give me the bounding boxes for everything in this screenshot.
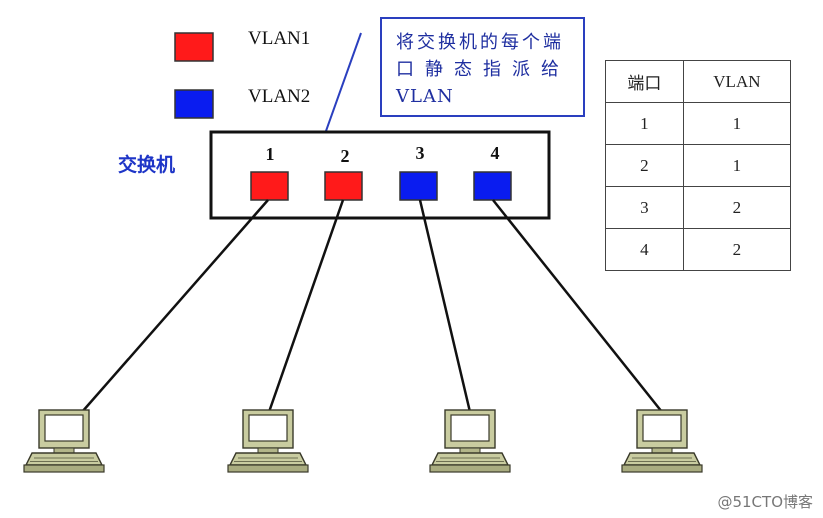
port-1 [250,171,289,201]
port-vlan-table: 端口 VLAN 1 1 2 1 3 2 4 2 [605,60,792,271]
table-row: 1 1 [605,102,792,145]
port-number-1: 1 [265,144,275,164]
table-header-row: 端口 VLAN [605,60,792,103]
callout-pointer [325,32,362,132]
table-cell-vlan: 2 [682,228,792,271]
computer-icon [621,409,703,473]
table-row: 2 1 [605,144,792,187]
cable-port-1 [81,199,269,413]
port-number-4: 4 [490,143,500,163]
callout-line-1: 将交换机的每个端 [396,32,564,53]
cable-port-4 [492,199,663,413]
computer-icon [429,409,511,473]
computer-icon [227,409,309,473]
legend-label-vlan2: VLAN2 [248,86,311,107]
port-number-2: 2 [340,146,350,166]
legend-swatch-vlan2 [174,89,214,119]
table-cell-vlan: 2 [682,186,792,229]
cable-port-2 [267,199,345,413]
table-cell-vlan: 1 [682,102,792,145]
table-cell-port: 1 [605,102,684,145]
callout-line-3: VLAN [396,86,454,107]
watermark: @51CTO博客 [717,493,813,511]
callout-box: 将交换机的每个端 口静态指派给 VLAN [380,17,585,117]
port-number-3: 3 [415,143,425,163]
table-cell-vlan: 1 [682,144,792,187]
cable-port-3 [418,199,472,413]
table-header-vlan: VLAN [682,60,792,103]
legend-swatch-vlan1 [174,32,214,62]
port-2 [324,171,363,201]
table-row: 3 2 [605,186,792,229]
switch-label: 交换机 [118,154,176,176]
port-3 [399,171,438,201]
table-cell-port: 4 [605,228,684,271]
port-4 [473,171,512,201]
table-cell-port: 3 [605,186,684,229]
table-cell-port: 2 [605,144,684,187]
legend-label-vlan1: VLAN1 [248,28,311,49]
computer-icon [23,409,105,473]
table-header-port: 端口 [605,60,684,103]
callout-line-2: 口静态指派给 [396,59,570,80]
table-row: 4 2 [605,228,792,271]
